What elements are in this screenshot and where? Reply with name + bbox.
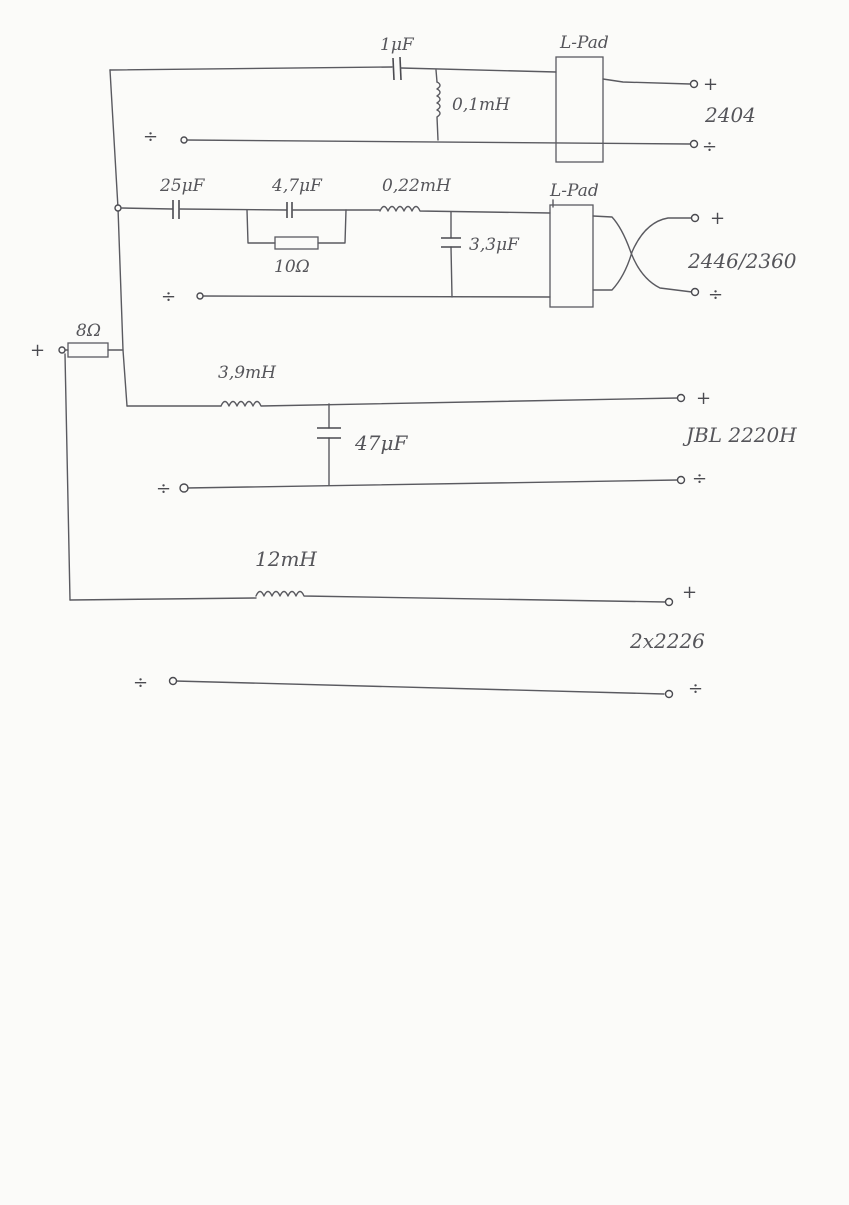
- lpad-box-2: [549, 204, 594, 308]
- capacitor-47uf: [317, 427, 341, 439]
- sign-hf-ground-minus: ÷: [143, 126, 158, 147]
- label-lpad-2: L-Pad: [549, 181, 599, 201]
- terminal-hf-ground-left: [180, 136, 188, 144]
- label-driver-2446: 2446/2360: [687, 249, 797, 273]
- inductor-01mh: [436, 81, 441, 141]
- sign-2226-minus: ÷: [688, 678, 703, 699]
- resistor-8ohm: [67, 342, 109, 358]
- label-8ohm: 8Ω: [76, 321, 101, 341]
- capacitor-4-7uf: [286, 202, 293, 218]
- sign-input-plus: +: [30, 340, 45, 361]
- lpad-box-1: [555, 56, 604, 163]
- sign-2226-plus: +: [682, 582, 697, 603]
- polarity-cross-wires: [592, 215, 693, 293]
- label-25uf: 25μF: [159, 176, 206, 196]
- label-10ohm: 10Ω: [274, 257, 310, 277]
- sign-2404-minus: ÷: [702, 136, 717, 157]
- terminal-mid-ground-left: [196, 292, 204, 300]
- terminal-sub-ground-left: [168, 676, 178, 686]
- hf-wire-cap-to-lpad: [400, 67, 557, 73]
- inductor-022mh: [379, 205, 551, 214]
- mid-ground-wire: [199, 295, 551, 298]
- terminal-2446-negative: [690, 287, 700, 297]
- label-47uf: 47μF: [354, 431, 408, 455]
- sign-2404-plus: +: [703, 74, 718, 95]
- label-4-7uf: 4,7μF: [271, 176, 323, 196]
- sign-2220-plus: +: [696, 388, 711, 409]
- mid-wire-to-47uf: [178, 208, 287, 211]
- capacitor-1uf: [392, 56, 402, 81]
- sub-ground-wire: [174, 680, 665, 695]
- inductor-12mh: [255, 590, 667, 603]
- label-lpad-1: L-Pad: [559, 33, 609, 53]
- inductor-39mh: [220, 397, 679, 407]
- label-01mh: 0,1mH: [452, 95, 511, 115]
- sign-mid-ground-minus: ÷: [161, 286, 176, 307]
- sign-2446-plus: +: [710, 208, 725, 229]
- label-3-3uf: 3,3μF: [469, 235, 520, 255]
- sign-2446-minus: ÷: [708, 284, 723, 305]
- sub-bus-vertical: [64, 353, 71, 601]
- capacitor-3-3uf: [441, 237, 461, 248]
- terminal-2220-negative: [676, 475, 686, 485]
- label-022mh: 0,22mH: [382, 176, 452, 196]
- label-1uf: 1μF: [380, 35, 415, 55]
- node-junction: [114, 204, 122, 212]
- mid-wire-to-25uf: [120, 207, 173, 210]
- label-driver-2226: 2x2226: [629, 629, 705, 653]
- terminal-lf-ground-left: [179, 483, 189, 493]
- resistor-10ohm: [274, 236, 319, 250]
- terminal-2404-negative: [689, 139, 699, 149]
- sign-sub-ground-minus: ÷: [133, 672, 148, 693]
- terminal-2226-negative: [664, 689, 674, 699]
- terminal-2226-positive: [664, 597, 674, 607]
- hf-ground-wire: [184, 139, 691, 145]
- bypass-wire-10ohm: [246, 209, 347, 244]
- lf-ground-wire: [185, 479, 679, 489]
- label-driver-2404: 2404: [704, 103, 756, 127]
- sub-wire-to-inductor: [69, 597, 257, 601]
- label-driver-2220: JBL 2220H: [682, 423, 797, 447]
- shunt-wire-33uf: [450, 211, 453, 298]
- input-terminal: [58, 346, 66, 354]
- shunt-wire-01mh: [435, 69, 438, 83]
- sign-lf-ground-minus: ÷: [156, 478, 171, 499]
- hf-lpad-out-positive: [602, 78, 691, 85]
- label-39mh: 3,9mH: [218, 363, 277, 383]
- sign-2220-minus: ÷: [692, 468, 707, 489]
- terminal-2446-positive: [690, 213, 700, 223]
- terminal-2220-positive: [676, 393, 686, 403]
- capacitor-25uf: [172, 200, 180, 219]
- bus-top-vertical: [109, 69, 128, 407]
- terminal-2404-positive: [689, 79, 699, 89]
- label-12mh: 12mH: [255, 547, 317, 571]
- hf-positive-wire: [109, 66, 393, 71]
